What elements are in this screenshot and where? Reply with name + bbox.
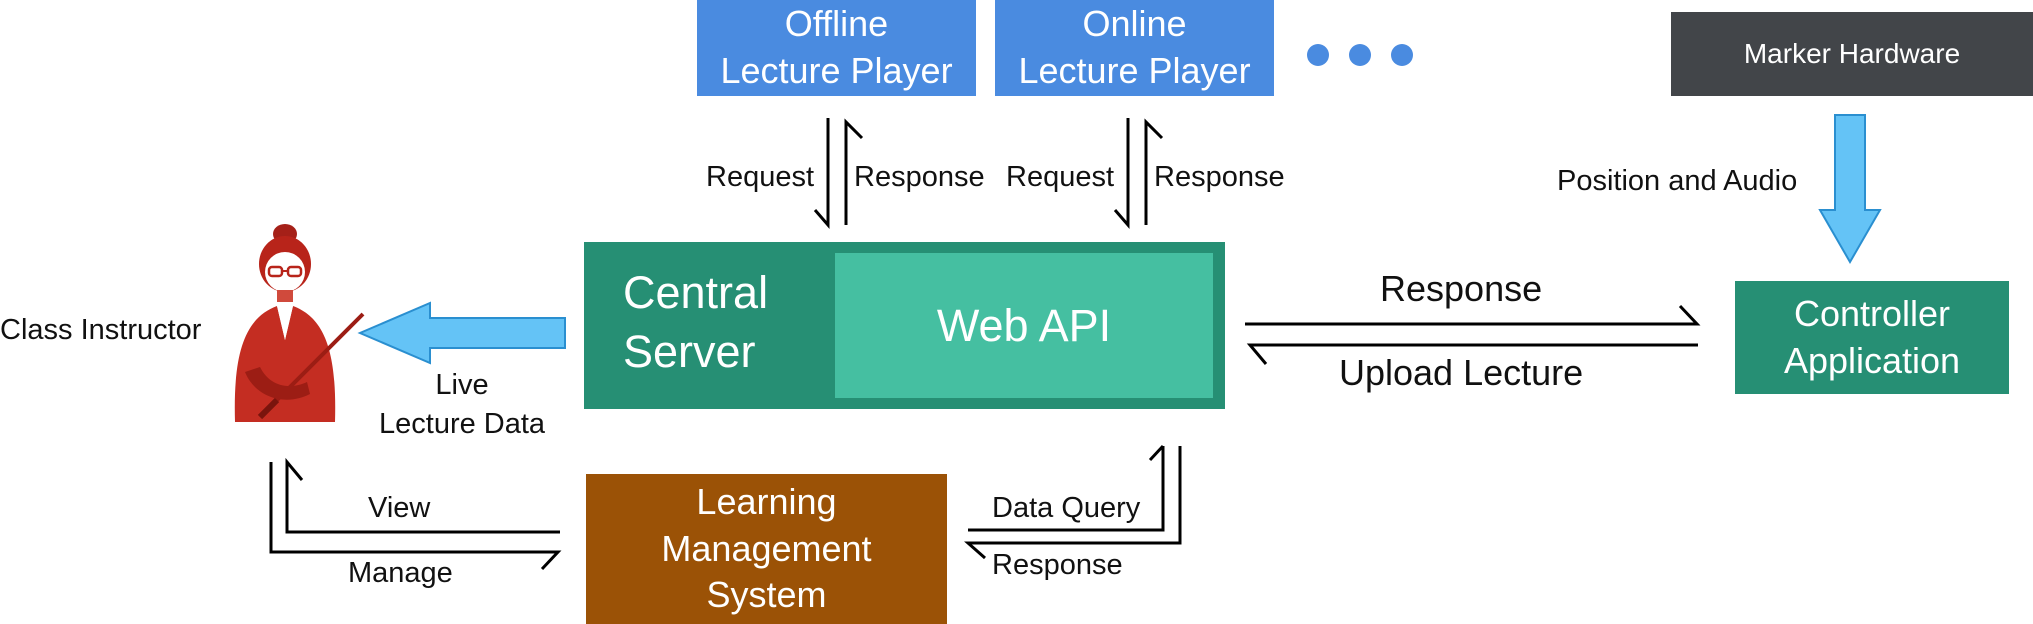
lms-box: Learning Management System [586,474,947,624]
data-query-arrow [968,446,1165,532]
controller-response-arrow [1245,304,1701,326]
position-audio-label: Position and Audio [1557,165,1798,197]
data-query-label: Data Query [992,492,1141,524]
web-api-label: Web API [936,299,1112,351]
lms-response-label: Response [992,549,1123,581]
lms-label: Learning Management System [661,480,872,616]
controller-application-box: Controller Application [1735,281,2009,394]
position-audio-arrow [1818,114,1882,265]
live-data-arrow [357,301,566,365]
online-request-label: Request [1006,161,1115,193]
offline-response-label: Response [854,161,985,193]
manage-label: Manage [348,557,453,589]
offline-lecture-player-label: Offline Lecture Player [720,3,953,91]
marker-hardware-label: Marker Hardware [1743,38,1961,69]
view-label: View [368,492,431,524]
manage-arrow [269,462,562,571]
upload-lecture-arrow [1246,343,1698,365]
offline-response-arrow [844,118,864,225]
offline-lecture-player-box: Offline Lecture Player [697,0,976,96]
controller-application-label: Controller Application [1783,292,1961,381]
ellipsis-dot [1307,44,1329,66]
live-lecture-data-label: Live Lecture Data [379,369,546,441]
offline-request-label: Request [706,161,815,193]
marker-hardware-box: Marker Hardware [1671,12,2033,96]
online-response-label: Response [1154,161,1285,193]
ellipsis-dot [1349,44,1371,66]
teacher-with-pointer-icon [234,224,365,422]
class-instructor-label: Class Instructor [0,314,202,346]
offline-request-arrow [813,118,830,230]
online-lecture-player-box: Online Lecture Player [995,0,1274,96]
web-api-box: Web API [835,253,1213,398]
view-arrow [285,457,560,534]
online-lecture-player-label: Online Lecture Player [1018,3,1251,91]
online-response-arrow [1144,118,1164,225]
upload-lecture-label: Upload Lecture [1339,352,1584,393]
lms-response-arrow [964,446,1182,560]
online-request-arrow [1113,118,1130,230]
central-server-label: Central Server [623,267,769,377]
ellipsis-dot [1391,44,1413,66]
controller-response-label: Response [1380,268,1543,309]
